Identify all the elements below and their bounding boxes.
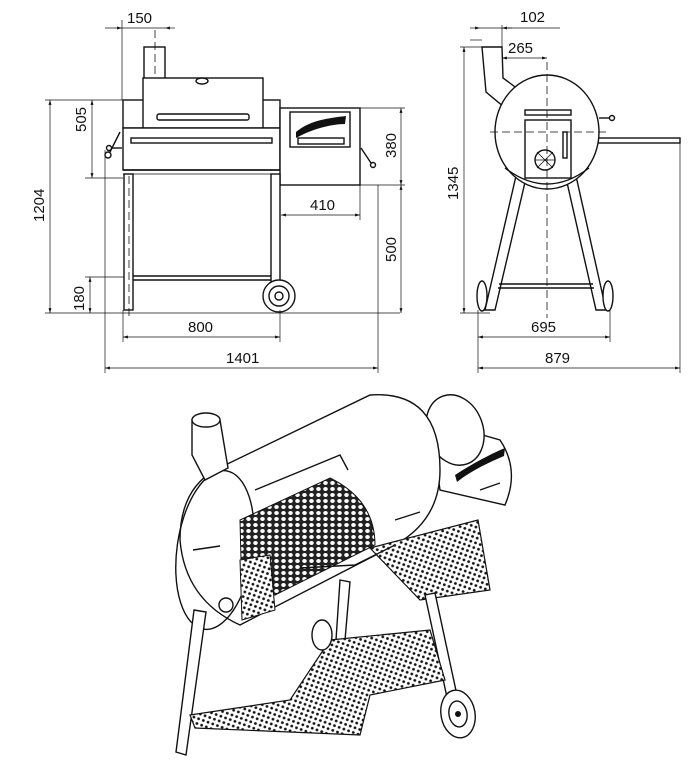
left-leg bbox=[123, 173, 134, 311]
dim-410: 410 bbox=[310, 197, 335, 214]
iso-leg-front-left bbox=[175, 609, 207, 756]
iso-brand-logo bbox=[455, 448, 505, 482]
iso-bottom-shelf bbox=[189, 629, 446, 736]
iso-wheel-back bbox=[311, 619, 333, 651]
wheel bbox=[262, 279, 296, 313]
dim-1401: 1401 bbox=[226, 350, 259, 367]
side-wheel-left bbox=[476, 280, 488, 312]
front-shelf-bar bbox=[130, 137, 273, 144]
drum-handle bbox=[524, 109, 572, 116]
dim-180: 180 bbox=[71, 286, 88, 311]
dim-150: 150 bbox=[127, 10, 152, 27]
lid-handle bbox=[156, 113, 250, 121]
side-shelf bbox=[593, 137, 681, 144]
dim-800: 800 bbox=[188, 319, 213, 336]
side-wheel-right bbox=[602, 280, 614, 312]
dim-102: 102 bbox=[520, 9, 545, 26]
isometric-view bbox=[175, 394, 513, 756]
right-leg bbox=[270, 173, 281, 295]
side-view: 102 265 1345 695 879 bbox=[445, 9, 681, 373]
dim-380: 380 bbox=[383, 133, 400, 158]
dim-1345: 1345 bbox=[445, 167, 462, 200]
dim-500: 500 bbox=[383, 237, 400, 262]
chimney bbox=[143, 46, 166, 81]
iso-cooking-grate bbox=[239, 477, 376, 601]
dim-1204: 1204 bbox=[31, 189, 48, 222]
dim-505: 505 bbox=[73, 107, 90, 132]
brand-logo bbox=[296, 116, 346, 138]
iso-side-shelf bbox=[368, 519, 491, 601]
dim-879: 879 bbox=[545, 350, 570, 367]
side-leg-right bbox=[565, 175, 607, 311]
chamber-lower bbox=[122, 127, 281, 171]
dim-695: 695 bbox=[531, 319, 556, 336]
front-view: 150 505 1204 180 380 500 410 800 1401 bbox=[31, 10, 405, 373]
dim-265: 265 bbox=[508, 40, 533, 57]
thermometer-icon bbox=[195, 77, 209, 85]
iso-chimney bbox=[191, 419, 229, 481]
side-leg-left bbox=[484, 175, 527, 311]
iso-air-vent bbox=[218, 597, 234, 613]
